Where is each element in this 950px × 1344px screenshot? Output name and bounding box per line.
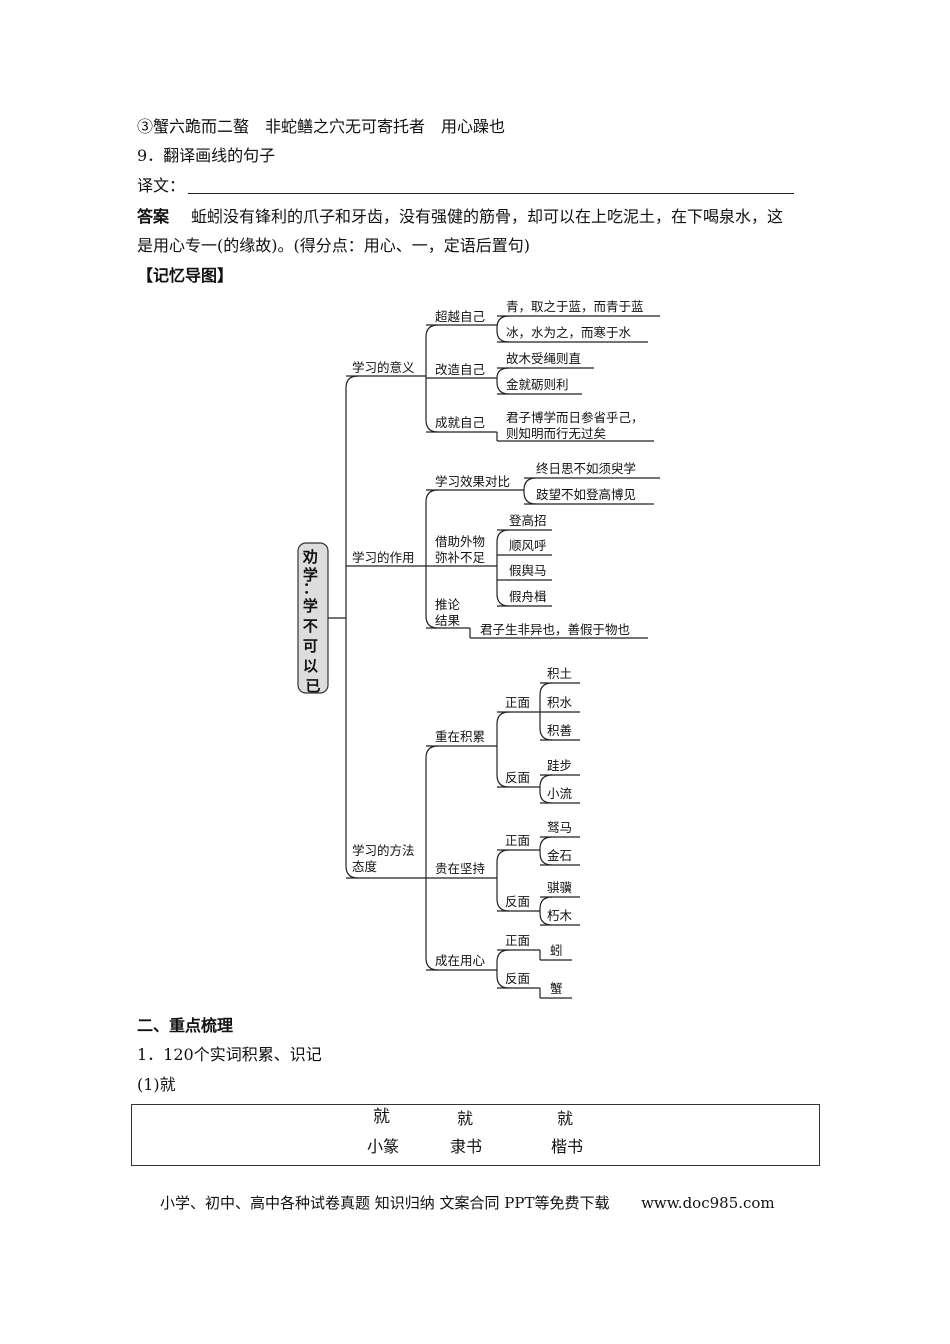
mindmap-node-b2-c1-a: 终日思不如须臾学 (536, 461, 636, 476)
footer-text: 小学、初中、高中各种试卷真题 知识归纳 文案合同 PPT等免费下载 (160, 1194, 610, 1212)
mindmap-node-b3-c3: 成在用心 (435, 953, 486, 968)
mindmap-node-b1-c2: 改造自己 (435, 362, 485, 377)
footer-url[interactable]: www.doc985.com (641, 1194, 775, 1212)
mindmap-node-b2-c1-b: 跂望不如登高博见 (536, 487, 636, 502)
mindmap-node-fan1: 反面 (505, 770, 530, 785)
mindmap-node-b3-c1-b: 积水 (547, 695, 573, 710)
answer-line-2: 是用心专一(的缘故)。(得分点：用心、一，定语后置句) (137, 236, 530, 255)
mindmap-node-b2-c2-d: 假舟楫 (509, 589, 547, 604)
translation-label: 译文： (137, 176, 186, 195)
mindmap-node-b3-c2-a: 驽马 (547, 820, 572, 835)
mindmap-node-b2-c2-b: 顺风呼 (509, 538, 547, 553)
text-line-crab: ③蟹六跪而二螯 非蛇鳝之穴无可寄托者 用心躁也 (137, 117, 506, 136)
glyph-regular-script: 就 (557, 1109, 574, 1128)
mindmap-node-b2-c2-2: 弥补不足 (435, 550, 486, 565)
mindmap-node-b2-c2-c: 假舆马 (509, 563, 547, 578)
question-9: 9．翻译画线的句子 (137, 146, 276, 165)
mindmap-node-b1-c3-a2: 则知明而行无过矣 (506, 426, 606, 441)
mindmap-node-b2-c2-a: 登高招 (509, 513, 547, 528)
label-seal-script: 小篆 (367, 1137, 400, 1156)
mindmap-node-b2-c1: 学习效果对比 (435, 474, 510, 489)
branch-meaning: 学习的意义 (352, 360, 415, 375)
root-node-label: 劝 学 ： 学 不 可 以 已 (302, 548, 323, 695)
mindmap-node-b3-c2-d: 朽木 (547, 908, 573, 923)
mindmap-node-b1-c1: 超越自己 (435, 309, 485, 324)
answer-line-1: 蚯蚓没有锋利的爪子和牙齿，没有强健的筋骨，却可以在上吃泥土，在下喝泉水，这 (191, 207, 784, 226)
script-table: 就 就 就 小篆 隶书 楷书 (131, 1104, 820, 1166)
mindmap-node-fan2: 反面 (505, 894, 530, 909)
mindmap-node-b2-c2-1: 借助外物 (435, 534, 485, 549)
mindmap-node-b3-c1-e: 小流 (547, 786, 573, 801)
mindmap-node-zheng2: 正面 (505, 833, 530, 848)
mindmap-node-b1-c3-a1: 君子博学而日参省乎己， (506, 410, 644, 425)
glyph-clerical-script: 就 (457, 1109, 474, 1128)
branch-method-1: 学习的方法 (352, 843, 415, 858)
branch-function: 学习的作用 (352, 550, 415, 565)
footer: 小学、初中、高中各种试卷真题 知识归纳 文案合同 PPT等免费下载 www.do… (160, 1192, 775, 1213)
mindmap-node-b2-c3-2: 结果 (435, 613, 461, 628)
glyph-seal-script: 就 (373, 1107, 390, 1127)
label-regular-script: 楷书 (551, 1137, 584, 1156)
answer-underline (188, 193, 794, 194)
mindmap-node-b2-c3-a: 君子生非异也，善假于物也 (480, 622, 630, 637)
mindmap-node-b1-c2-b: 金就砺则利 (506, 377, 569, 392)
mindmap-node-zheng1: 正面 (505, 695, 530, 710)
subheading-1: 1．120个实词积累、识记 (137, 1045, 322, 1064)
mindmap-node-zheng3: 正面 (505, 933, 530, 948)
mindmap-node-b3-c1-c: 积善 (547, 723, 572, 738)
mindmap-node-b1-c3: 成就自己 (435, 415, 485, 430)
answer-tag: 答案 (137, 207, 170, 226)
mindmap-node-b3-c3-a: 蚓 (550, 943, 563, 958)
mindmap-node-b3-c2-c: 骐骥 (547, 880, 572, 895)
mindmap-node-b3-c1-d: 跬步 (547, 758, 572, 773)
mindmap-node-b3-c1-a: 积土 (547, 666, 572, 681)
mindmap-node-b2-c3-1: 推论 (435, 597, 461, 612)
mindmap-node-b1-c1-a: 青，取之于蓝，而青于蓝 (506, 299, 644, 314)
mindmap-node-b1-c2-a: 故木受绳则直 (506, 351, 581, 366)
subheading-1-1: (1)就 (137, 1075, 176, 1094)
mindmap-node-b1-c1-b: 冰，水为之，而寒于水 (506, 325, 632, 340)
branch-method-2: 态度 (352, 859, 378, 874)
mindmap-node-fan3: 反面 (505, 971, 530, 986)
section-heading-2: 二、重点梳理 (137, 1016, 234, 1035)
mindmap-node-b3-c2: 贵在坚持 (435, 861, 485, 876)
mind-map: 劝 学 ： 学 不 可 以 已 学习的意义 学习的作用 学习的方法 态度 超越自… (297, 299, 660, 999)
memory-map-heading: 【记忆导图】 (137, 266, 234, 285)
label-clerical-script: 隶书 (450, 1137, 483, 1156)
mindmap-node-b3-c2-b: 金石 (547, 848, 572, 863)
mindmap-node-b3-c3-b: 蟹 (550, 981, 563, 996)
mindmap-node-b3-c1: 重在积累 (435, 729, 485, 744)
